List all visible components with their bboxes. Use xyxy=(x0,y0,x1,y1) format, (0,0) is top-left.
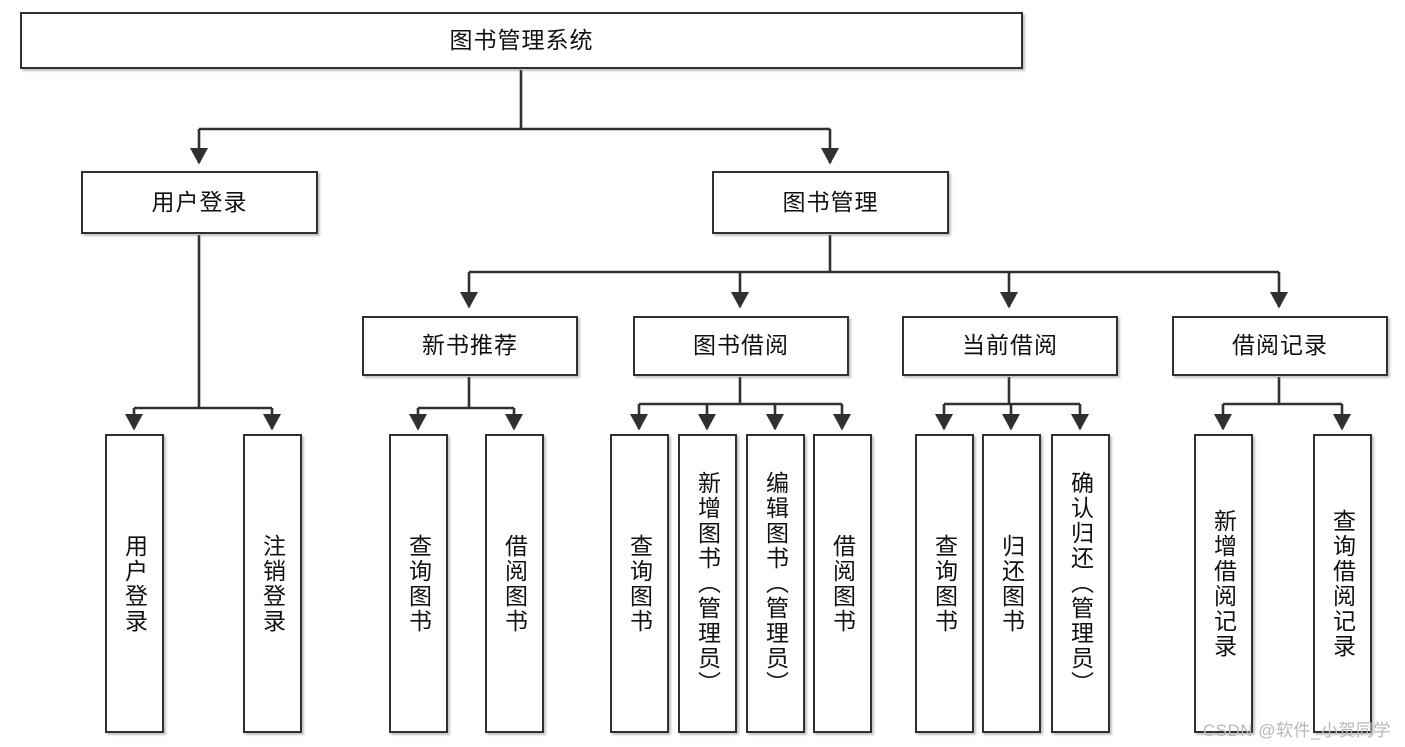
node-book-management[interactable]: 图书管理 xyxy=(712,171,949,234)
node-label: 借阅图书 xyxy=(829,533,856,634)
node-leaf-add-book[interactable]: 新增图书（管理员） xyxy=(678,434,737,733)
node-label: 查询图书 xyxy=(626,533,653,634)
node-root-book-management-system[interactable]: 图书管理系统 xyxy=(20,12,1023,69)
node-leaf-edit-book[interactable]: 编辑图书（管理员） xyxy=(746,434,805,733)
node-label: 编辑图书（管理员） xyxy=(762,471,789,696)
node-borrow-record[interactable]: 借阅记录 xyxy=(1172,316,1388,376)
node-leaf-query-book-2[interactable]: 查询图书 xyxy=(610,434,669,733)
node-label: 查询借阅记录 xyxy=(1329,508,1356,659)
node-label: 图书借阅 xyxy=(693,332,789,359)
node-label: 图书管理系统 xyxy=(449,26,594,53)
node-label: 查询图书 xyxy=(405,533,432,634)
node-label: 注销登录 xyxy=(259,533,286,634)
node-leaf-logout[interactable]: 注销登录 xyxy=(243,434,302,733)
node-label: 用户登录 xyxy=(151,188,248,215)
node-user-login[interactable]: 用户登录 xyxy=(81,171,318,234)
node-label: 借阅图书 xyxy=(501,533,528,634)
node-label: 归还图书 xyxy=(998,533,1025,634)
node-label: 确认归还（管理员） xyxy=(1067,471,1094,696)
node-label: 当前借阅 xyxy=(962,332,1058,359)
node-leaf-query-record[interactable]: 查询借阅记录 xyxy=(1313,434,1372,733)
node-label: 新增图书（管理员） xyxy=(694,471,721,696)
node-label: 借阅记录 xyxy=(1232,332,1328,359)
node-current-borrow[interactable]: 当前借阅 xyxy=(902,316,1118,376)
node-leaf-return-book[interactable]: 归还图书 xyxy=(982,434,1041,733)
node-leaf-borrow-book-2[interactable]: 借阅图书 xyxy=(813,434,872,733)
node-label: 查询图书 xyxy=(931,533,958,634)
node-leaf-borrow-book-1[interactable]: 借阅图书 xyxy=(485,434,544,733)
csdn-watermark: CSDN @软件_小贺同学 xyxy=(1202,721,1391,740)
node-label: 图书管理 xyxy=(782,188,879,215)
node-leaf-query-book-3[interactable]: 查询图书 xyxy=(915,434,974,733)
node-label: 用户登录 xyxy=(121,533,148,634)
node-leaf-user-login[interactable]: 用户登录 xyxy=(105,434,164,733)
node-label: 新书推荐 xyxy=(422,332,518,359)
node-leaf-add-record[interactable]: 新增借阅记录 xyxy=(1194,434,1253,733)
node-label: 新增借阅记录 xyxy=(1210,508,1237,659)
node-book-borrow[interactable]: 图书借阅 xyxy=(633,316,849,376)
node-new-book-recommend[interactable]: 新书推荐 xyxy=(362,316,578,376)
node-leaf-query-book-1[interactable]: 查询图书 xyxy=(389,434,448,733)
node-leaf-confirm-return[interactable]: 确认归还（管理员） xyxy=(1051,434,1110,733)
